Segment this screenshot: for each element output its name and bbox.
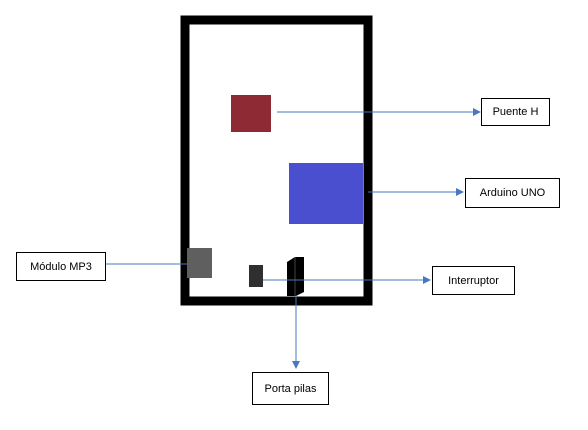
label-puente-h: Puente H (481, 98, 550, 126)
modulo-mp3-module (187, 248, 212, 278)
label-modulo-mp3: Módulo MP3 (16, 252, 106, 281)
interruptor-switch (249, 265, 263, 287)
enclosure (180, 15, 373, 306)
arduino-uno-board (289, 163, 363, 224)
label-arduino-uno: Arduino UNO (465, 178, 560, 208)
porta-pilas-holder (287, 257, 304, 296)
puente-h-module (231, 95, 271, 132)
label-interruptor: Interruptor (432, 266, 515, 295)
label-porta-pilas: Porta pilas (252, 372, 329, 405)
